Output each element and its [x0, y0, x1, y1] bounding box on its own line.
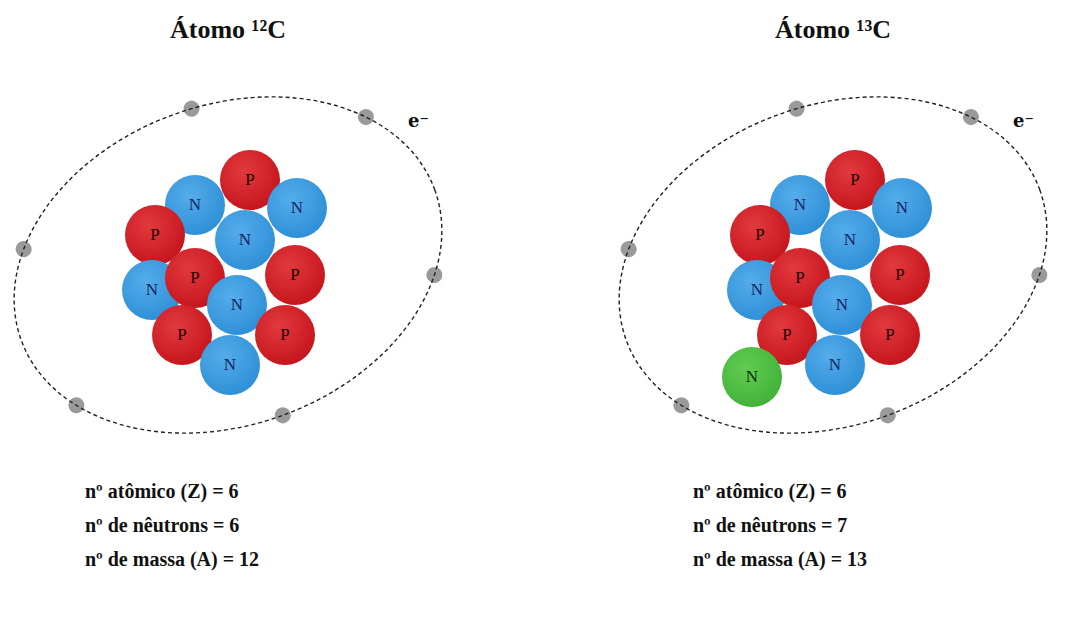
nucleon-letter: P	[150, 225, 159, 245]
nucleon-letter: N	[836, 295, 848, 315]
electron-orbit	[0, 39, 489, 490]
electron-orbit	[572, 39, 1089, 490]
neutron-sphere: N	[805, 335, 865, 395]
nucleon-letter: P	[190, 268, 199, 288]
atom-property: nº atômico (Z) = 6	[85, 480, 239, 503]
nucleon-letter: P	[755, 225, 764, 245]
nucleon-letter: N	[224, 355, 236, 375]
electron-dot	[961, 107, 982, 128]
proton-sphere: P	[870, 245, 930, 305]
nucleon-letter: P	[177, 325, 186, 345]
proton-sphere: P	[255, 305, 315, 365]
atom-property: nº de massa (A) = 12	[85, 548, 259, 571]
atom-orbit: Átomo ¹²CPNNPNNPPNPPN	[14, 97, 442, 433]
nucleon-letter: N	[146, 280, 158, 300]
nucleon-letter: N	[829, 355, 841, 375]
neutron-sphere: N	[872, 178, 932, 238]
neutron-sphere: N	[215, 210, 275, 270]
electron-label: e⁻	[1013, 110, 1034, 131]
atom-property: nº atômico (Z) = 6	[693, 480, 847, 503]
nucleon-letter: N	[291, 198, 303, 218]
nucleon-letter: P	[290, 265, 299, 285]
nucleon-letter: N	[896, 198, 908, 218]
atom-title: Átomo ¹²C	[14, 15, 442, 45]
atom-title: Átomo ¹³C	[619, 15, 1047, 45]
neutron-sphere: N	[820, 210, 880, 270]
nucleon-letter: N	[794, 195, 806, 215]
added-neutron-sphere: N	[722, 347, 782, 407]
electron-dot	[356, 107, 377, 128]
electron-label: e⁻	[408, 110, 429, 131]
proton-sphere: P	[860, 305, 920, 365]
atom-property: nº de nêutrons = 7	[693, 514, 847, 537]
nucleon-letter: P	[885, 325, 894, 345]
neutron-sphere: N	[200, 335, 260, 395]
atom-property: nº de nêutrons = 6	[85, 514, 239, 537]
nucleon-letter: P	[795, 268, 804, 288]
nucleon-letter: N	[239, 230, 251, 250]
nucleon-letter: N	[844, 230, 856, 250]
nucleon-letter: N	[751, 280, 763, 300]
nucleon-letter: N	[231, 295, 243, 315]
electron-dot	[272, 405, 293, 426]
atom-property: nº de massa (A) = 13	[693, 548, 867, 571]
nucleon-letter: P	[895, 265, 904, 285]
nucleon-letter: P	[782, 325, 791, 345]
nucleon-letter: P	[280, 325, 289, 345]
electron-dot	[877, 405, 898, 426]
neutron-sphere: N	[267, 178, 327, 238]
nucleon-letter: N	[189, 195, 201, 215]
nucleon-letter: P	[850, 170, 859, 190]
nucleon-letter: N	[746, 367, 758, 387]
nucleon-letter: P	[245, 170, 254, 190]
proton-sphere: P	[265, 245, 325, 305]
atom-orbit: Átomo ¹³CPNNPNNPPNPPNN	[619, 97, 1047, 433]
